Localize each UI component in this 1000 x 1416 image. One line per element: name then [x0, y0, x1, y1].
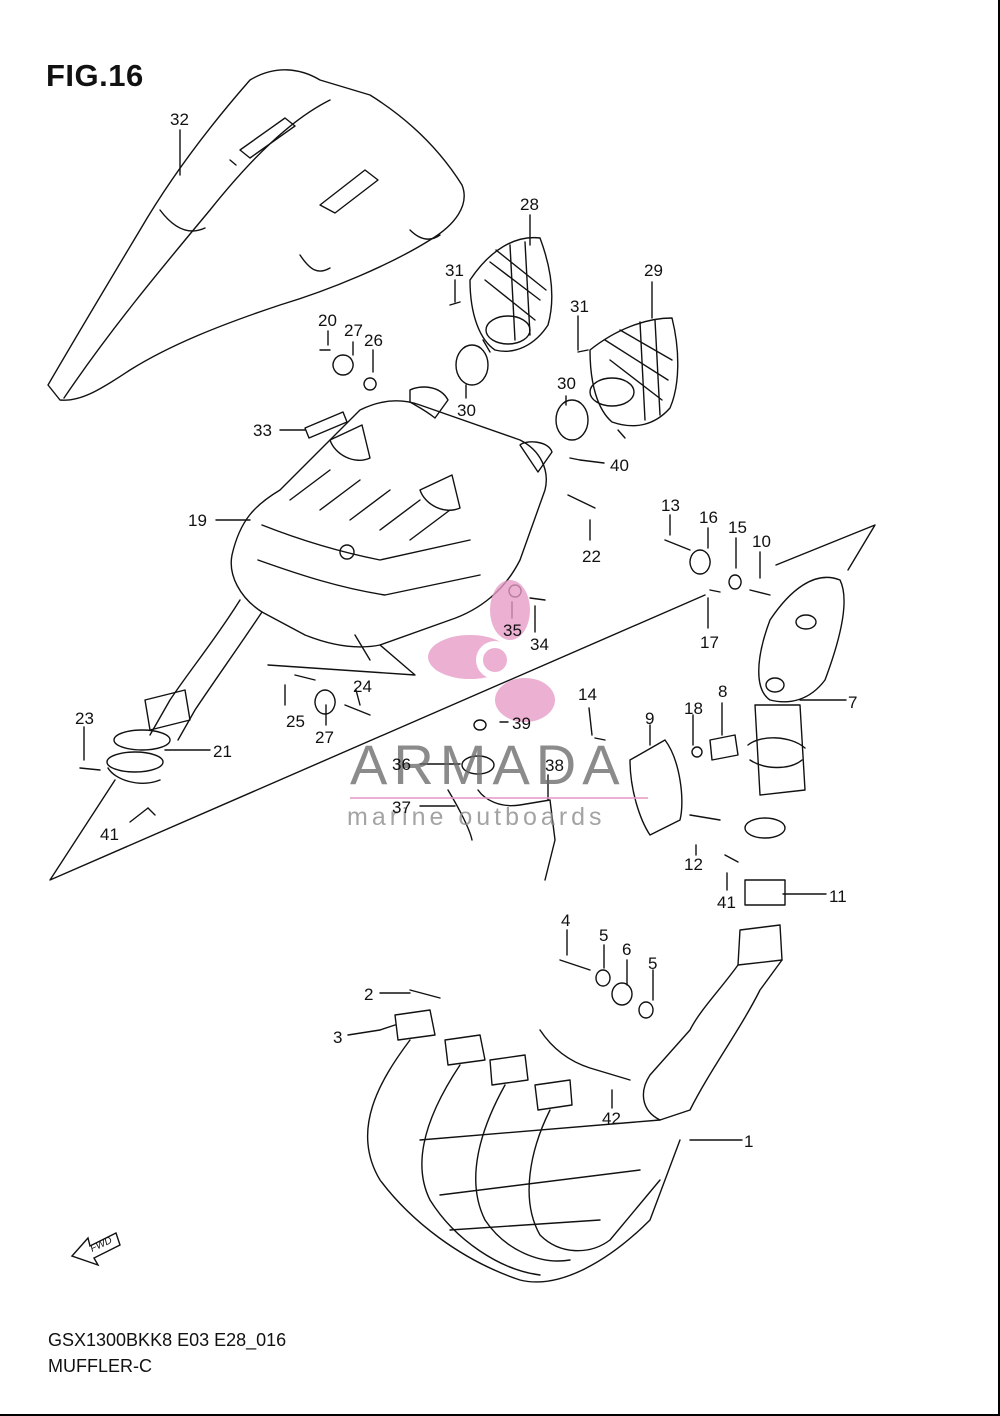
callout-5: 5 [599, 926, 608, 945]
gasket-ring-part [555, 399, 589, 441]
fastener-parts [294, 584, 546, 716]
callout-33: 33 [253, 421, 272, 440]
end-cover-28-part [469, 236, 553, 353]
callout-14: 14 [578, 685, 597, 704]
sensor-bracket-part [447, 719, 556, 881]
stud-bolt-part [379, 1024, 396, 1031]
washer-part [595, 969, 611, 987]
fastener-parts [567, 457, 771, 596]
callout-3: 3 [333, 1028, 342, 1047]
exhaust-header-part [366, 924, 783, 1283]
callout-15: 15 [728, 518, 747, 537]
callout-26: 26 [364, 331, 383, 350]
callout-11: 11 [829, 887, 847, 906]
callout-30: 30 [557, 374, 576, 393]
callout-22: 22 [582, 547, 601, 566]
callout-27: 27 [315, 728, 334, 747]
bolt-part [559, 959, 591, 971]
callout-41: 41 [717, 893, 736, 912]
callout-10: 10 [752, 532, 771, 551]
tail-pipe-part [747, 576, 845, 796]
callout-38: 38 [545, 756, 564, 775]
callout-20: 20 [318, 311, 337, 330]
callout-25: 25 [286, 712, 305, 731]
gasket-part [409, 989, 441, 999]
callout-5: 5 [648, 954, 657, 973]
diagram-code: GSX1300BKK8 E03 E28_016 [48, 1330, 287, 1350]
fastener-parts [79, 737, 739, 863]
callout-1: 1 [744, 1132, 753, 1151]
callout-35: 35 [503, 621, 522, 640]
fastener-parts [319, 301, 589, 391]
callout-31: 31 [445, 261, 464, 280]
callout-42: 42 [602, 1109, 621, 1128]
callout-32: 32 [170, 110, 189, 129]
washer-part [638, 1001, 654, 1019]
callout-18: 18 [684, 699, 703, 718]
callout-16: 16 [699, 508, 718, 527]
cushion-strip-part [304, 411, 348, 439]
callout-8: 8 [718, 682, 727, 701]
pipe-gasket-part [744, 879, 786, 906]
watermark-tagline: marine outboards [347, 803, 606, 831]
callout-7: 7 [848, 693, 857, 712]
section-name: MUFFLER-C [48, 1356, 152, 1376]
callout-30: 30 [457, 401, 476, 420]
callout-9: 9 [645, 709, 654, 728]
clamp-part [744, 817, 786, 839]
end-cover-29-part [589, 317, 679, 439]
bracket-part [629, 734, 739, 836]
gasket-ring-part [455, 344, 489, 386]
callout-37: 37 [392, 798, 411, 817]
callout-41: 41 [100, 825, 119, 844]
callout-39: 39 [512, 714, 531, 733]
callout-21: 21 [213, 742, 232, 761]
callout-27: 27 [344, 321, 363, 340]
callout-6: 6 [622, 940, 631, 959]
figure-title: FIG.16 [46, 58, 144, 93]
callout-labels: 3228293131303040202726331922131615101735… [75, 110, 857, 1151]
cushion-part [611, 982, 633, 1006]
armada-watermark: ARMADA marine outboards [347, 580, 648, 831]
callout-19: 19 [188, 511, 207, 530]
callout-13: 13 [661, 496, 680, 515]
callout-4: 4 [561, 911, 570, 930]
oxygen-sensor-part [539, 1029, 631, 1081]
callout-2: 2 [364, 985, 373, 1004]
callout-36: 36 [392, 755, 411, 774]
callout-17: 17 [700, 633, 719, 652]
callout-12: 12 [684, 855, 703, 874]
callout-24: 24 [353, 677, 372, 696]
callout-28: 28 [520, 195, 539, 214]
forward-arrow-icon: FWD [70, 1232, 121, 1267]
callout-34: 34 [530, 635, 549, 654]
watermark-brand: ARMADA [350, 733, 626, 796]
muffler-body-part [230, 386, 553, 661]
callout-31: 31 [570, 297, 589, 316]
link-pipe-part [106, 599, 263, 784]
heat-shield-cover-part [47, 69, 465, 401]
propeller-logo-icon [428, 580, 555, 722]
callout-29: 29 [644, 261, 663, 280]
callout-40: 40 [610, 456, 629, 475]
callout-23: 23 [75, 709, 94, 728]
